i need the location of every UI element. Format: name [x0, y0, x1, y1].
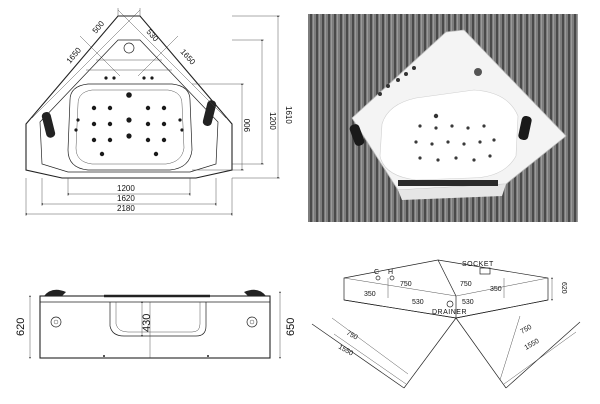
dim-750-floor-right: 750: [520, 324, 534, 336]
dim-750-wall-right: 750: [460, 281, 472, 288]
headrest-left-icon: [41, 112, 56, 138]
label-socket: SOCKET: [462, 261, 494, 268]
dim-430: 430: [141, 314, 153, 332]
side-view-outline: [39, 295, 271, 359]
dim-750-floor-left: 750: [345, 330, 359, 342]
top-view-dims: 1650 500 530 1650 1610 1200 900 1200 162…: [65, 19, 293, 213]
headrest-right-icon: [202, 100, 217, 126]
install-view-drawing: [311, 259, 581, 389]
cold-outlet-icon: [375, 275, 381, 281]
dim-2180: 2180: [117, 204, 135, 213]
drainer-icon: [446, 300, 454, 308]
photo-grab-bar: [398, 180, 498, 186]
dim-750-wall-left: 750: [400, 281, 412, 288]
side-headrest-right: [244, 289, 266, 296]
dim-620-install: 620: [560, 282, 567, 294]
top-view-drawing: [25, 8, 280, 216]
dim-620-side: 620: [15, 318, 27, 336]
photo-jets: [414, 124, 496, 162]
socket-icon: [479, 267, 491, 275]
jets-top: [74, 76, 184, 157]
label-c: C: [374, 269, 380, 276]
side-view-drawing: [29, 289, 281, 359]
dim-1650-left: 1650: [65, 45, 84, 65]
dim-1610: 1610: [284, 106, 293, 124]
photo-controls: [378, 66, 482, 119]
side-headrest-left: [44, 289, 66, 296]
tub-basin-top: [67, 83, 193, 171]
hot-outlet-icon: [389, 275, 395, 281]
dim-1550-floor-right: 1550: [524, 338, 541, 352]
dim-900: 900: [243, 118, 252, 132]
tub-rim-top: [39, 39, 219, 173]
photo-headrest-left: [349, 124, 365, 146]
side-view-dims: 620 430 650: [15, 314, 297, 336]
dim-350-right: 350: [490, 286, 502, 293]
photo-headrest-right: [518, 115, 532, 141]
dim-1620: 1620: [117, 194, 135, 203]
overflow-drain-icon: [123, 42, 135, 54]
label-drainer: DRAINER: [432, 309, 467, 316]
dim-530-left: 530: [412, 299, 424, 306]
dim-530-right: 530: [462, 299, 474, 306]
label-h: H: [388, 269, 394, 276]
dim-1550-floor-left: 1550: [337, 344, 354, 358]
dim-650: 650: [285, 318, 297, 336]
dim-1200-right: 1200: [268, 112, 277, 130]
dim-1200-bottom: 1200: [117, 184, 135, 193]
product-photo: [308, 14, 578, 222]
dim-350-left: 350: [364, 291, 376, 298]
dim-530: 530: [145, 27, 161, 43]
